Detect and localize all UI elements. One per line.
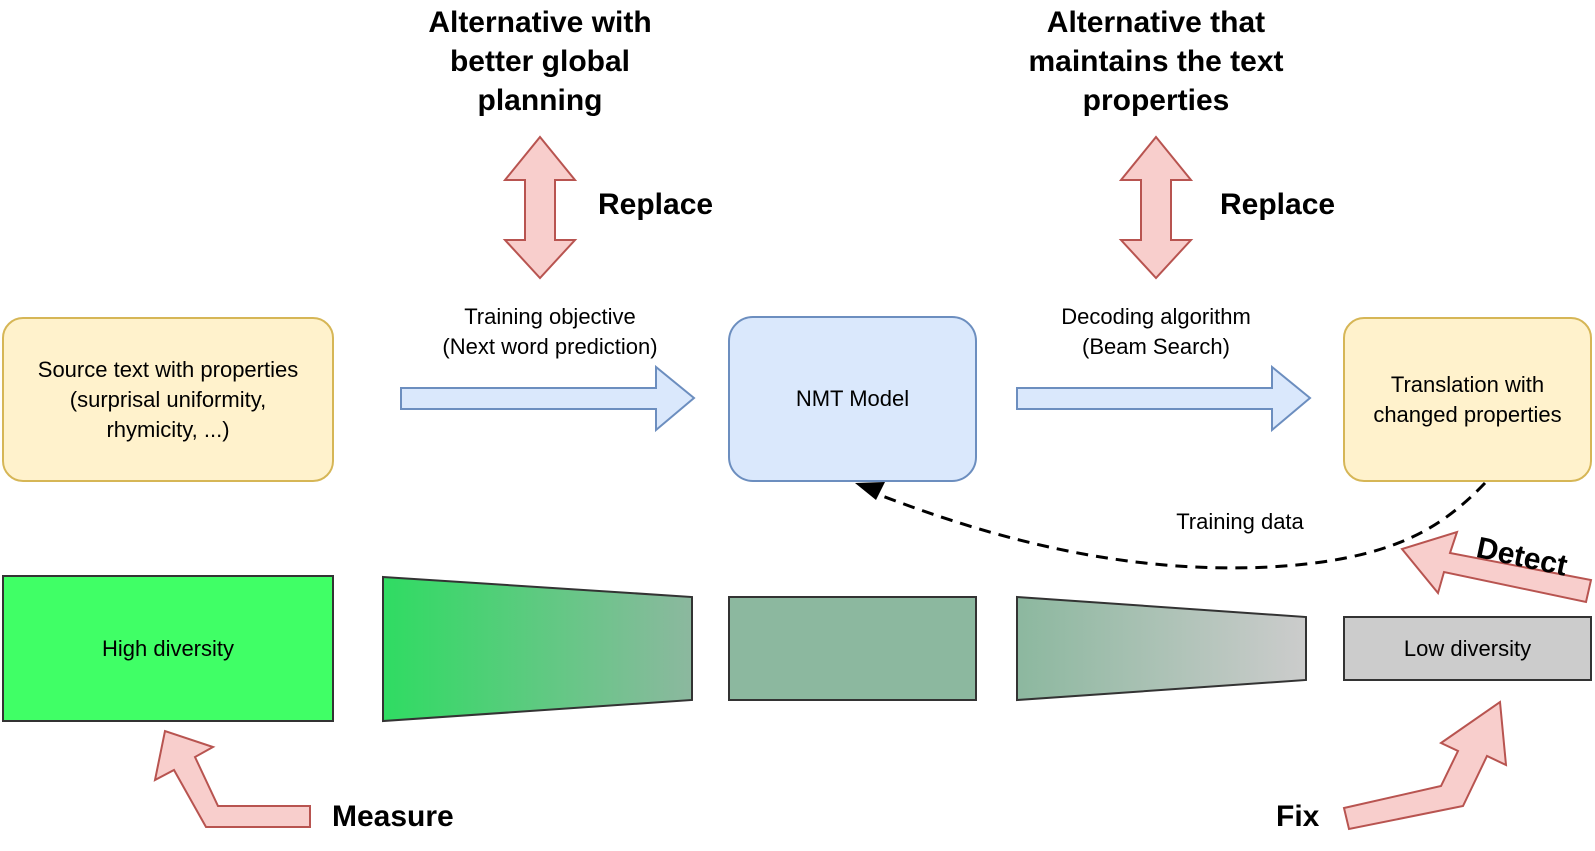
low-diversity-label: Low diversity [1403,635,1532,661]
fix-arrow [1342,700,1508,831]
nmt-model-label: NMT Model [795,386,910,411]
nmt-model-box [728,316,977,482]
measure-arrow [153,729,311,828]
source-text-box [2,317,334,482]
low-diversity-box [1343,616,1592,681]
diversity-middle-block [728,596,977,701]
measure-label: Measure [332,800,454,833]
replace-left-double-arrow [502,135,578,280]
replace-right-double-arrow [1118,135,1194,280]
diversity-funnel-right [1016,595,1307,702]
detect-arrow [1400,530,1593,604]
training-data-label: Training data [1176,509,1304,534]
decoding-algorithm-label: Decoding algorithm (Beam Search) [1061,304,1251,359]
source-text-label: Source text with properties (surprisal u… [37,356,299,442]
alternative-planning-title: Alternative with better global planning [428,6,652,117]
replace-left-label: Replace [598,188,714,221]
replace-right-label: Replace [1220,188,1336,221]
training-data-dashed-arrow [871,481,1487,570]
high-diversity-box [2,575,334,722]
training-objective-arrow [400,364,696,433]
alternative-properties-title: Alternative that maintains the text prop… [1028,6,1284,117]
fix-label: Fix [1276,800,1320,833]
translation-box [1343,317,1592,482]
diversity-funnel-left [382,575,693,723]
translation-label: Translation with changed properties [1373,371,1562,427]
high-diversity-label: High diversity [101,635,235,661]
training-data-arrowhead [855,482,885,500]
decoding-algorithm-arrow [1016,364,1312,433]
training-objective-label: Training objective (Next word prediction… [442,304,658,359]
